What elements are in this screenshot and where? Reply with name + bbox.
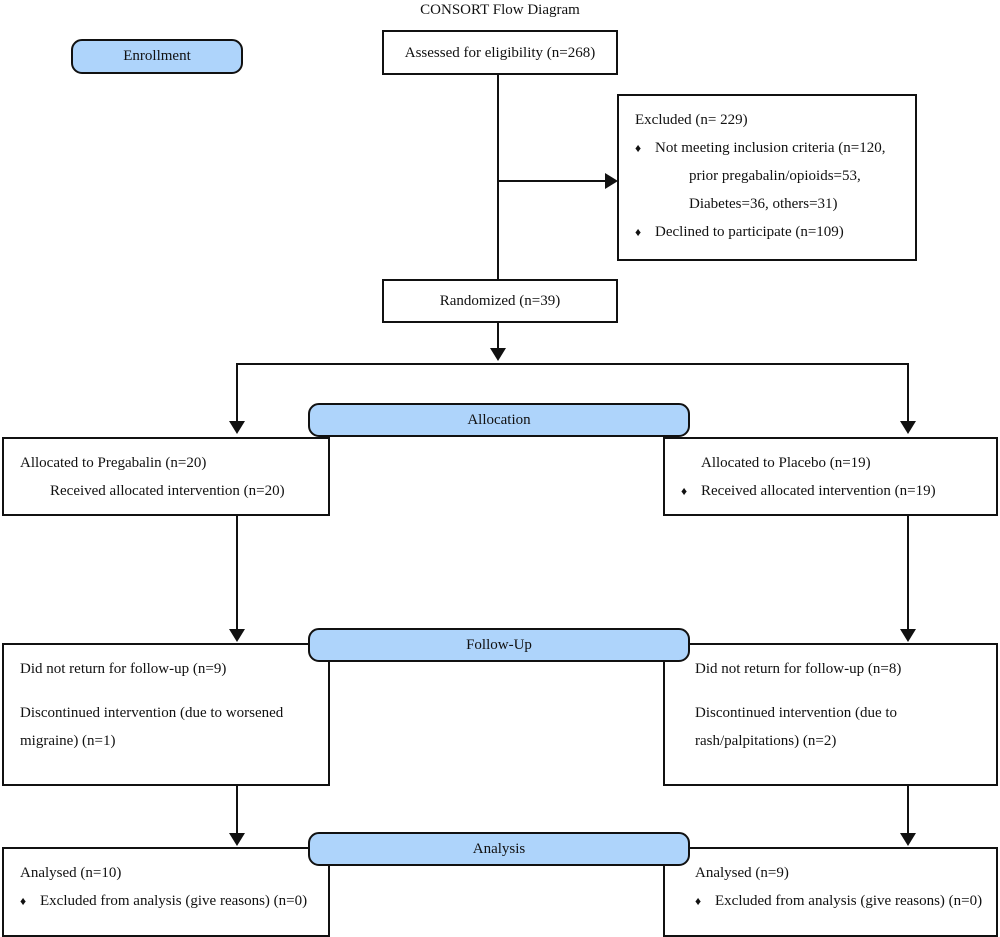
connector-assessed-to-excluded	[497, 180, 607, 182]
connector-followup-left-to-analysis	[236, 786, 238, 834]
arrowhead-allocation-right-icon	[900, 421, 916, 434]
diamond-bullet-icon: ♦	[695, 894, 702, 908]
node-allocated-pregabalin-line-1: Allocated to Pregabalin (n=20)	[20, 455, 207, 471]
node-followup-pregabalin: Did not return for follow-up (n=9) Disco…	[2, 643, 330, 786]
node-analysis-pregabalin-line-2: ♦ Excluded from analysis (give reasons) …	[20, 887, 314, 915]
node-allocated-pregabalin: Allocated to Pregabalin (n=20) Received …	[2, 437, 330, 516]
node-analysis-placebo-line-2: ♦ Excluded from analysis (give reasons) …	[681, 887, 982, 915]
connector-assessed-to-randomized	[497, 75, 499, 279]
node-assessed-for-eligibility: Assessed for eligibility (n=268)	[382, 30, 618, 75]
node-excluded-item-1: ♦ Not meeting inclusion criteria (n=120,…	[635, 134, 901, 218]
node-randomized-label: Randomized (n=39)	[439, 293, 561, 309]
spacer	[20, 683, 314, 699]
page-title: CONSORT Flow Diagram	[420, 2, 580, 18]
node-analysis-pregabalin-line-1: Analysed (n=10)	[20, 865, 122, 881]
diamond-bullet-icon: ♦	[635, 225, 642, 239]
node-analysis-placebo: Analysed (n=9) ♦ Excluded from analysis …	[663, 847, 998, 937]
stage-banner-analysis-label: Analysis	[472, 840, 526, 857]
connector-alloc-right-to-followup	[907, 516, 909, 630]
node-allocated-placebo-line-1: Allocated to Placebo (n=19)	[701, 455, 871, 471]
arrowhead-analysis-left-icon	[229, 833, 245, 846]
arrowhead-to-excluded-icon	[605, 173, 618, 189]
diamond-bullet-icon: ♦	[635, 141, 642, 155]
stage-banner-allocation-label: Allocation	[467, 411, 531, 428]
node-excluded-item-1-line-3: Diabetes=36, others=31)	[689, 196, 838, 212]
arrowhead-followup-right-icon	[900, 629, 916, 642]
connector-randomized-down	[497, 323, 499, 350]
stage-banner-allocation: Allocation	[308, 403, 690, 437]
node-allocated-placebo-line-2-text: Received allocated intervention (n=19)	[701, 483, 936, 499]
connector-split-left	[236, 363, 238, 422]
node-analysis-placebo-line-2-text: Excluded from analysis (give reasons) (n…	[715, 893, 983, 909]
arrowhead-allocation-left-icon	[229, 421, 245, 434]
connector-split-bar	[236, 363, 909, 365]
spacer	[681, 683, 982, 699]
stage-banner-enrollment: Enrollment	[71, 39, 243, 74]
node-excluded-item-1-text: Not meeting inclusion criteria (n=120, p…	[655, 134, 901, 218]
arrowhead-randomized-split-icon	[490, 348, 506, 361]
arrowhead-followup-left-icon	[229, 629, 245, 642]
diamond-bullet-icon: ♦	[681, 484, 688, 498]
node-followup-pregabalin-line-2b: migraine) (n=1)	[20, 733, 116, 749]
node-followup-placebo-line-2a: Discontinued intervention (due to	[695, 705, 898, 721]
stage-banner-analysis: Analysis	[308, 832, 690, 866]
node-excluded: Excluded (n= 229) ♦ Not meeting inclusio…	[617, 94, 917, 261]
node-analysis-pregabalin-line-2-text: Excluded from analysis (give reasons) (n…	[40, 893, 308, 909]
node-analysis-pregabalin: Analysed (n=10) ♦ Excluded from analysis…	[2, 847, 330, 937]
node-followup-pregabalin-line-1: Did not return for follow-up (n=9)	[20, 661, 227, 677]
node-assessed-label: Assessed for eligibility (n=268)	[404, 44, 596, 61]
node-excluded-item-2: ♦ Declined to participate (n=109)	[635, 218, 901, 246]
connector-alloc-left-to-followup	[236, 516, 238, 630]
node-randomized: Randomized (n=39)	[382, 279, 618, 323]
stage-banner-followup-label: Follow-Up	[466, 636, 532, 653]
diamond-bullet-icon: ♦	[20, 894, 27, 908]
node-allocated-pregabalin-line-2: Received allocated intervention (n=20)	[50, 483, 285, 499]
arrowhead-analysis-right-icon	[900, 833, 916, 846]
node-excluded-heading: Excluded (n= 229)	[635, 112, 748, 128]
node-excluded-item-1-line-2: prior pregabalin/opioids=53,	[689, 168, 861, 184]
node-allocated-placebo: Allocated to Placebo (n=19) ♦ Received a…	[663, 437, 998, 516]
node-excluded-item-2-text: Declined to participate (n=109)	[655, 224, 844, 240]
node-analysis-placebo-line-1: Analysed (n=9)	[695, 865, 789, 881]
node-excluded-item-1-line-1: Not meeting inclusion criteria (n=120,	[655, 140, 886, 156]
connector-split-right	[907, 363, 909, 422]
node-followup-pregabalin-line-2a: Discontinued intervention (due to worsen…	[20, 705, 284, 721]
node-followup-placebo-line-1: Did not return for follow-up (n=8)	[695, 661, 902, 677]
node-followup-placebo-line-2b: rash/palpitations) (n=2)	[695, 733, 837, 749]
stage-banner-enrollment-label: Enrollment	[123, 48, 191, 64]
connector-followup-right-to-analysis	[907, 786, 909, 834]
node-allocated-placebo-line-2: ♦ Received allocated intervention (n=19)	[681, 477, 982, 505]
node-followup-placebo: Did not return for follow-up (n=8) Disco…	[663, 643, 998, 786]
stage-banner-followup: Follow-Up	[308, 628, 690, 662]
